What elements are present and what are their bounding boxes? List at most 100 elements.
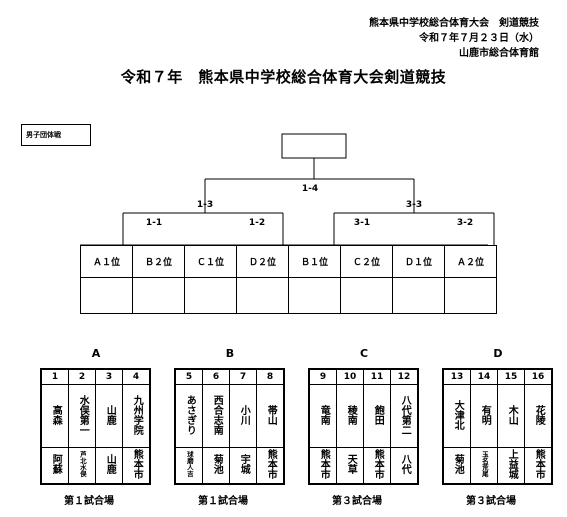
team-school-cell: 稜南 [336, 384, 364, 448]
team-region-cell: 球磨人吉 [174, 447, 203, 485]
seed-label: Ｂ２位 [132, 245, 185, 278]
team-school: 水俣第一 [77, 394, 89, 435]
team-region: 球磨人吉 [185, 451, 194, 477]
team-school: 大津北 [452, 399, 464, 430]
semi-match-label-2: 3-3 [406, 200, 422, 210]
team-number: 16 [524, 368, 553, 385]
seed-table: Ａ１位 Ｂ２位 Ｃ１位 Ｄ２位 Ｂ１位 Ｃ２位 Ｄ１位 Ａ２位 [80, 245, 497, 314]
team-school-cell: 大津北 [442, 384, 471, 448]
venue-label: 第１試合場 [64, 496, 114, 507]
team-region-cell: 熊本市 [122, 447, 151, 485]
team-region: 天草 [345, 454, 357, 474]
team-school-cell: 西合志南 [202, 384, 230, 448]
team-region-cell: 熊本市 [524, 447, 553, 485]
category-label: 男子団体戦 [21, 124, 91, 146]
team-region: 熊本市 [265, 449, 277, 479]
team-region-cell: 山鹿 [95, 447, 123, 485]
team-region-cell: 熊本市 [308, 447, 337, 485]
team-school-cell: 花陵 [524, 384, 553, 448]
team-number: 12 [390, 368, 419, 385]
quarter-match-label-4: 3-2 [457, 218, 473, 228]
seed-slot [392, 277, 445, 314]
seed-slot [132, 277, 185, 314]
team-region-cell: 阿蘇 [40, 447, 69, 485]
semi-match-label-1: 1-3 [197, 200, 213, 210]
team-region: 熊本市 [372, 449, 384, 479]
team-region: 芦北水俣 [78, 451, 87, 477]
quarter-match-label-3: 3-1 [354, 218, 370, 228]
team-school-cell: 竜南 [308, 384, 337, 448]
seed-slot [288, 277, 341, 314]
team-region-cell: 菊池 [202, 447, 230, 485]
team-region: 菊池 [452, 454, 464, 474]
header-venue: 山鹿市総合体育館 [459, 48, 539, 59]
team-region-cell: 玉名荒尾 [470, 447, 498, 485]
venue-label: 第３試合場 [466, 496, 516, 507]
seed-label: Ｄ１位 [392, 245, 445, 278]
team-school: 小川 [238, 404, 250, 425]
team-region: 熊本市 [318, 449, 330, 479]
group-label: D [493, 347, 503, 360]
team-region-cell: 熊本市 [363, 447, 391, 485]
seed-slot [80, 277, 133, 314]
team-region: 玉名荒尾 [480, 451, 489, 477]
group-label: B [225, 347, 235, 360]
team-region-cell: 芦北水俣 [68, 447, 96, 485]
quarter-match-label-2: 1-2 [249, 218, 265, 228]
team-number: 6 [202, 368, 230, 385]
team-school-cell: 九州学院 [122, 384, 151, 448]
seed-label: Ａ１位 [80, 245, 133, 278]
team-number: 13 [442, 368, 471, 385]
team-number: 10 [336, 368, 364, 385]
header-event-name: 熊本県中学校総合体育大会 剣道競技 [369, 18, 539, 29]
team-region: 菊池 [211, 454, 223, 474]
team-school-cell: 木山 [497, 384, 525, 448]
team-region-cell: 菊池 [442, 447, 471, 485]
team-school-cell: あさぎり [174, 384, 203, 448]
seed-slot [340, 277, 393, 314]
team-number: 14 [470, 368, 498, 385]
team-region: 阿蘇 [50, 454, 62, 474]
team-number: 7 [229, 368, 257, 385]
team-school: 八代第二 [399, 394, 411, 435]
team-region: 八代 [399, 454, 411, 474]
seed-label: Ａ２位 [444, 245, 497, 278]
group-label: A [91, 347, 101, 360]
seed-label: Ｂ１位 [288, 245, 341, 278]
team-school: 飽田 [372, 404, 384, 425]
seed-slot [236, 277, 289, 314]
seed-label: Ｄ２位 [236, 245, 289, 278]
team-number: 5 [174, 368, 203, 385]
team-school: 有明 [479, 404, 491, 425]
team-number: 8 [256, 368, 285, 385]
team-number: 9 [308, 368, 337, 385]
team-region-cell: 熊本市 [256, 447, 285, 485]
team-region: 山鹿 [104, 454, 116, 474]
team-school: 山鹿 [104, 404, 116, 425]
team-school: 稜南 [345, 404, 357, 425]
team-school-cell: 水俣第一 [68, 384, 96, 448]
team-school: 花陵 [533, 404, 545, 425]
group-label: C [359, 347, 369, 360]
team-school: あさぎり [184, 394, 196, 435]
venue-label: 第３試合場 [332, 496, 382, 507]
team-school-cell: 帯山 [256, 384, 285, 448]
team-region-cell: 宇城 [229, 447, 257, 485]
header-date: 令和７年７月２３日（水） [419, 33, 539, 44]
team-region: 宇城 [238, 454, 250, 474]
team-school: 西合志南 [211, 394, 223, 435]
team-number: 15 [497, 368, 525, 385]
team-number: 1 [40, 368, 69, 385]
seed-label: Ｃ２位 [340, 245, 393, 278]
team-region-cell: 上益城 [497, 447, 525, 485]
team-region-cell: 天草 [336, 447, 364, 485]
team-number: 2 [68, 368, 96, 385]
team-school: 帯山 [265, 404, 277, 425]
quarter-match-label-1: 1-1 [146, 218, 162, 228]
seed-label: Ｃ１位 [184, 245, 237, 278]
team-school: 木山 [506, 404, 518, 425]
